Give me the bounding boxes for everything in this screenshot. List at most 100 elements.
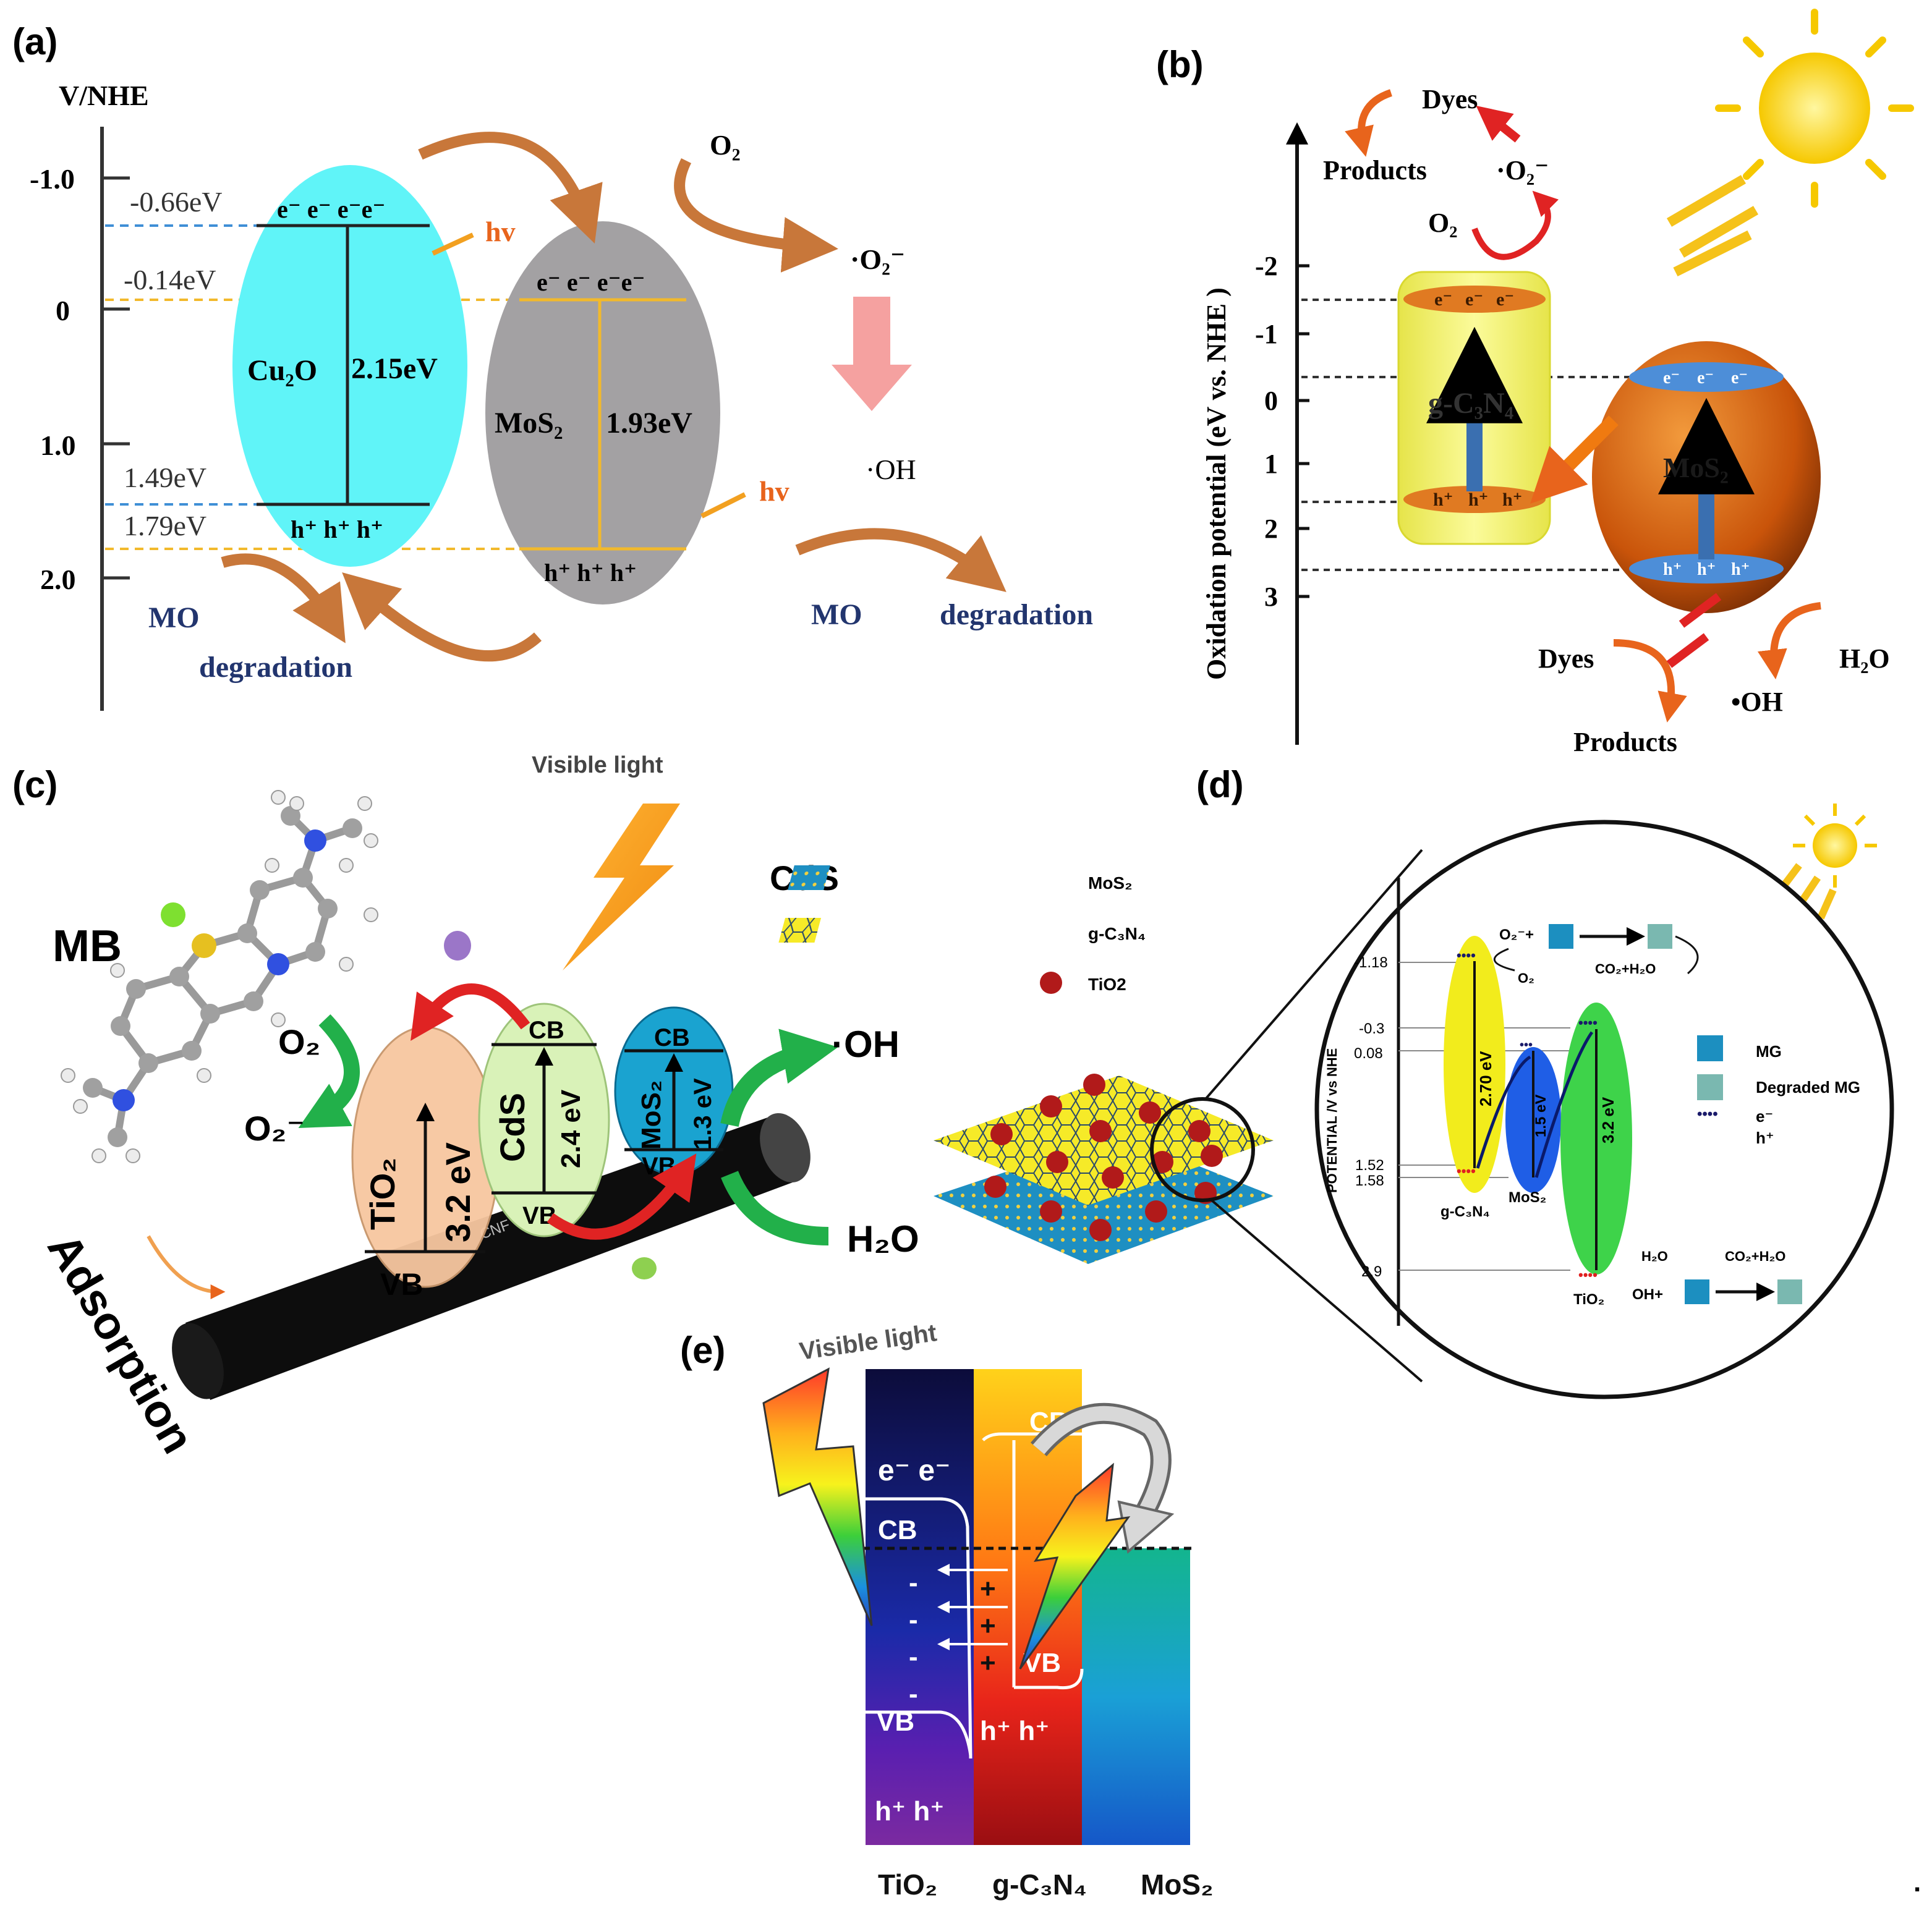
hv-label-2: hv (759, 475, 789, 507)
mos2-column-e (1082, 1548, 1190, 1845)
zoom-line-bottom (1211, 1199, 1423, 1383)
panel-a: (a) V/NHE -1.0 0 1.0 2.0 -0.66eV -0.14eV… (12, 21, 1093, 711)
dyes-label-b2: Dyes (1538, 643, 1594, 674)
panel-c: (c) Visible light CdS MB (12, 752, 919, 1462)
legend-mg-label: MG (1756, 1042, 1782, 1061)
sun-rays-d (1793, 804, 1877, 888)
legend-hole-label: h⁺ (1756, 1129, 1774, 1147)
tio2-gap-c: 3.2 eV (438, 1142, 477, 1242)
tick-d: 0.08 (1354, 1045, 1383, 1062)
sun-icon (1759, 53, 1870, 164)
transfer-curve-d1 (1476, 1055, 1531, 1169)
o2-minus-label-c: O₂⁻ (244, 1109, 305, 1148)
cds-to-mos2-hole-arrow (547, 1153, 697, 1240)
legend-degraded-mg-label: Degraded MG (1756, 1078, 1860, 1096)
o2-label-a: O₂ (710, 129, 741, 161)
gc3n4-label-b: g-C₃N₄ (1428, 387, 1513, 420)
products-label-b2: Products (1573, 727, 1677, 757)
tio2-electrons-d: •••• (1578, 1015, 1598, 1030)
down-arrow-pink (832, 297, 912, 411)
o2-label-c: O₂ (278, 1022, 320, 1061)
b-electron: e⁻ (1731, 368, 1748, 388)
panel-d-label: (d) (1196, 764, 1244, 805)
zoom-line-top (1204, 849, 1423, 1100)
mo-label-a2: MO (811, 598, 862, 631)
cu2o-gap: 2.15eV (351, 352, 438, 385)
mo-degradation-arrow-a1 (221, 553, 346, 643)
h2o-oxidation-arrow-b (1757, 602, 1821, 680)
panel-a-axis-title: V/NHE (59, 80, 149, 111)
svg-text:-: - (909, 1679, 918, 1709)
mos2-gap-c: 1.3 eV (689, 1078, 717, 1150)
mos2-gap-a: 1.93eV (606, 407, 692, 439)
rainbow-bolt-icon-2 (1019, 1462, 1131, 1669)
panel-a-tick: -1.0 (30, 163, 75, 195)
mb-molecule-icon (61, 790, 378, 1163)
space-charge-plus: + + + (980, 1574, 996, 1678)
b-hole: h⁺ (1502, 490, 1523, 510)
visible-light-label-e: Visible light (798, 1319, 938, 1365)
panel-e-label: (e) (680, 1330, 725, 1371)
degraded-mg-icon-d1 (1648, 924, 1672, 949)
space-charge-minus: - - - - (909, 1567, 918, 1709)
trailing-period: . (1913, 1867, 1921, 1898)
mos2-label-b: MoS₂ (1663, 452, 1729, 483)
mb-label: MB (53, 922, 122, 971)
panel-a-tick: 1.0 (40, 430, 76, 461)
o2-reduction-arrow-b (1471, 190, 1559, 260)
b-electron: e⁻ (1496, 289, 1514, 310)
legend-gc3n4-swatch (778, 918, 822, 943)
o2-radical-d: O₂⁻+ (1499, 927, 1534, 943)
panel-b-tick: 2 (1264, 514, 1278, 544)
gc3n4-holes-d: •••• (1457, 1163, 1476, 1179)
legend-mos2-label: MoS₂ (1088, 873, 1133, 893)
mos2-ellipse-a (485, 221, 720, 604)
mos2-label-e: MoS₂ (1141, 1868, 1214, 1901)
sunlight-rays (1666, 175, 1759, 277)
red-tick-b1 (1666, 633, 1709, 668)
b-electron: e⁻ (1465, 289, 1483, 310)
b-hole: h⁺ (1663, 560, 1682, 579)
oh-label-c: ·OH (832, 1024, 900, 1065)
gc3n4-vb-disc (1403, 486, 1546, 513)
tio2-gap-d: 3.2 eV (1599, 1096, 1617, 1143)
panel-b-label: (b) (1156, 44, 1204, 85)
mos2-cb-disc-b (1629, 362, 1784, 392)
panel-a-label: (a) (12, 21, 57, 62)
tio2-vb-curve-e (866, 1710, 972, 1756)
o2-d: O₂ (1518, 970, 1534, 986)
panel-b-tick: -1 (1255, 319, 1278, 349)
gc3n4-cb-disc (1403, 286, 1546, 313)
gc3n4-name-d: g-C₃N₄ (1440, 1203, 1490, 1220)
legend-degraded-mg-icon (1697, 1074, 1723, 1100)
degraded-mg-icon-d2 (1777, 1279, 1802, 1304)
mg-icon-d2 (1685, 1279, 1709, 1304)
b-hole: h⁺ (1468, 490, 1489, 510)
dyes-degradation-arrow-b (1613, 639, 1687, 723)
svg-text:+: + (980, 1611, 996, 1641)
svg-text:+: + (980, 1574, 996, 1604)
h2o-label-c: H₂O (847, 1218, 919, 1260)
mos2-electrons-d: ••• (1520, 1038, 1533, 1052)
degradation-label-a1: degradation (199, 651, 352, 684)
cds-label-c: CdS (493, 1093, 532, 1162)
adsorption-arrow (147, 1235, 226, 1299)
cu2o-electrons: e⁻ e⁻ e⁻e⁻ (277, 195, 385, 223)
panel-a-tick: 2.0 (40, 564, 76, 595)
panel-d: (d) MoS₂ g-C₃N₄ TiO2 (778, 764, 1894, 1399)
electrons-e: e⁻ e⁻ (878, 1454, 950, 1487)
panel-a-tick: 0 (56, 295, 70, 326)
tio2-label-c: TiO₂ (363, 1158, 402, 1230)
tick-d: -1.18 (1354, 954, 1388, 971)
panel-b-tick: 3 (1264, 582, 1278, 612)
transfer-curve-d2 (1534, 1031, 1594, 1178)
gc3n4-electrons-d: •••• (1457, 948, 1476, 963)
level-label: -0.14eV (124, 264, 216, 295)
sun-icon-d (1813, 823, 1857, 868)
cds-to-tio2-electron-arrow (411, 983, 530, 1041)
o2-label-b: O₂ (1428, 208, 1457, 238)
level-label: 1.79eV (124, 510, 206, 541)
rainbow-bolt-icon-1 (762, 1367, 873, 1626)
gcn-holes-e: h⁺ h⁺ (980, 1716, 1049, 1746)
